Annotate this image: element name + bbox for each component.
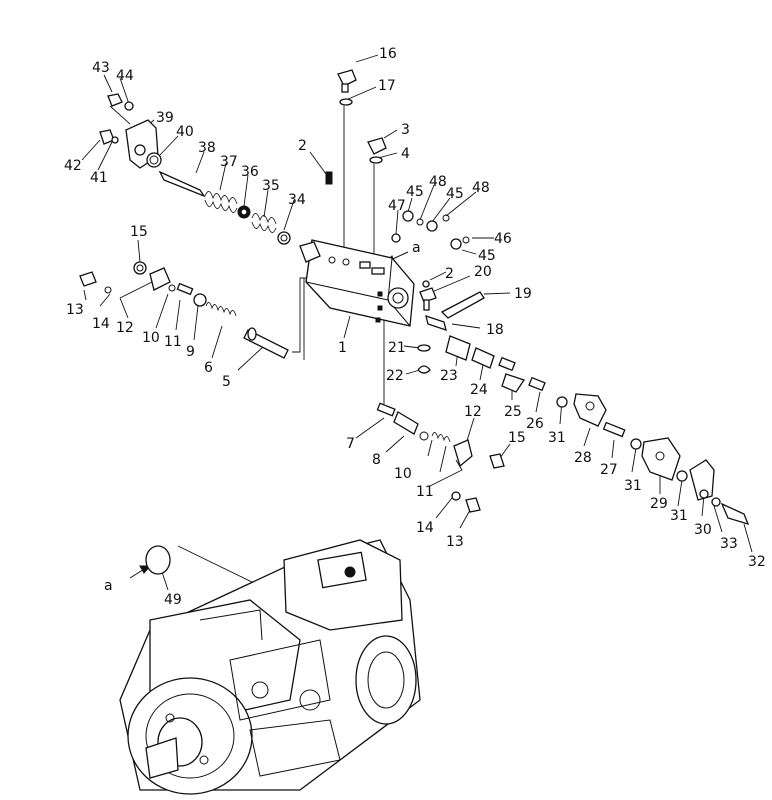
right-train-21-33	[417, 335, 750, 526]
callout-35: 35	[262, 178, 280, 194]
callout-47: 47	[388, 198, 406, 214]
callout-2: 2	[298, 138, 307, 154]
valve-block-1	[299, 239, 415, 327]
callout-13: 13	[446, 534, 464, 550]
callout-10: 10	[394, 466, 412, 482]
callout-42: 42	[64, 158, 82, 174]
callout-32: 32	[748, 554, 766, 570]
spool-train-34-38	[158, 170, 291, 245]
callout-45: 45	[446, 186, 464, 202]
callout-24: 24	[470, 382, 488, 398]
callout-8: 8	[372, 452, 381, 468]
callout-48: 48	[429, 174, 447, 190]
callout-45: 45	[406, 184, 424, 200]
callout-2: 2	[445, 266, 454, 282]
callout-30: 30	[694, 522, 712, 538]
callout-29: 29	[650, 496, 668, 512]
callout-31: 31	[548, 430, 566, 446]
callout-15: 15	[130, 224, 148, 240]
callout-1: 1	[338, 340, 347, 356]
callout-14: 14	[92, 316, 110, 332]
callout-27: 27	[600, 462, 618, 478]
label-a: a	[104, 578, 113, 594]
callout-46: 46	[494, 231, 512, 247]
callout-15: 15	[508, 430, 526, 446]
callout-44: 44	[116, 68, 134, 84]
callout-13: 13	[66, 302, 84, 318]
lower-spool-group-7-15	[376, 402, 505, 513]
callout-36: 36	[241, 164, 259, 180]
callout-6: 6	[204, 360, 213, 376]
pump-assembly	[119, 539, 421, 795]
callout-4: 4	[401, 146, 410, 162]
callout-17: 17	[378, 78, 396, 94]
callout-11: 11	[164, 334, 182, 350]
callout-33: 33	[720, 536, 738, 552]
callout-12: 12	[116, 320, 134, 336]
callout-26: 26	[526, 416, 544, 432]
callout-3: 3	[401, 122, 410, 138]
callout-5: 5	[222, 374, 231, 390]
callout-9: 9	[186, 344, 195, 360]
callout-43: 43	[92, 60, 110, 76]
callout-25: 25	[504, 404, 522, 420]
callout-49: 49	[164, 592, 182, 608]
o-ring-49	[145, 545, 171, 575]
callout-16: 16	[379, 46, 397, 62]
callout-28: 28	[574, 450, 592, 466]
parts-18-20	[419, 287, 485, 331]
callout-39: 39	[156, 110, 174, 126]
callout-labels: 16 17 3 4 2 2 43 44 39 40 42 41 38 37 36…	[64, 46, 766, 608]
left-spool-group-5-15	[79, 261, 289, 359]
callout-10: 10	[142, 330, 160, 346]
label-a: a	[412, 240, 421, 256]
callout-12: 12	[464, 404, 482, 420]
leader-lines	[81, 54, 753, 621]
callout-34: 34	[288, 192, 306, 208]
callout-19: 19	[514, 286, 532, 302]
callout-7: 7	[346, 436, 355, 452]
callout-14: 14	[416, 520, 434, 536]
callout-38: 38	[198, 140, 216, 156]
callout-20: 20	[474, 264, 492, 280]
callout-11: 11	[416, 484, 434, 500]
callout-41: 41	[90, 170, 108, 186]
callout-37: 37	[220, 154, 238, 170]
callout-31: 31	[670, 508, 688, 524]
fittings-45-48	[391, 210, 470, 288]
callout-18: 18	[486, 322, 504, 338]
callout-21: 21	[388, 340, 406, 356]
callout-48: 48	[472, 180, 490, 196]
callout-31: 31	[624, 478, 642, 494]
callout-22: 22	[386, 368, 404, 384]
callout-45: 45	[478, 248, 496, 264]
callout-23: 23	[440, 368, 458, 384]
plugs-top	[325, 69, 387, 185]
cover-assembly-39-44	[99, 93, 162, 169]
callout-40: 40	[176, 124, 194, 140]
